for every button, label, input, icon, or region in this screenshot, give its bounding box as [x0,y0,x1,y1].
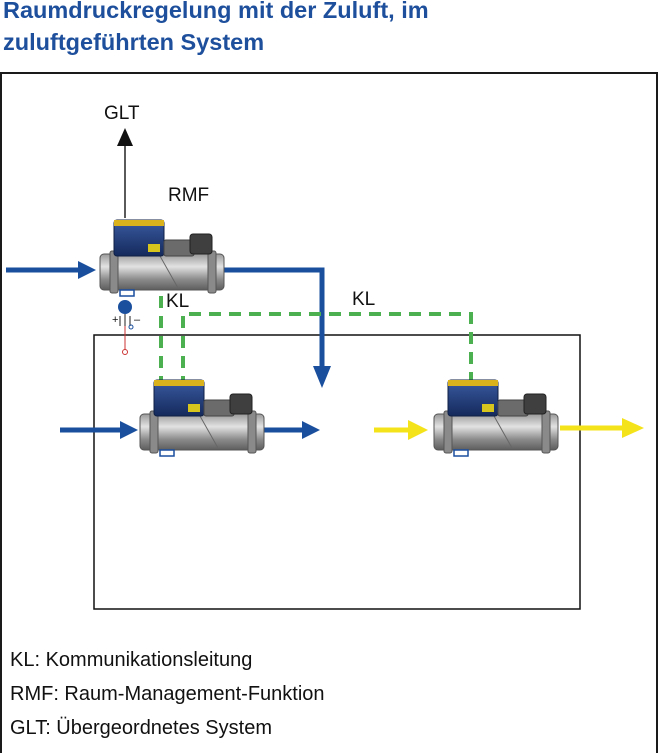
pressure-sensor-icon [118,300,134,355]
legend-item-kl: KL: Kommunikationsleitung [10,649,253,671]
legend-item-glt: GLT: Übergeordnetes System [10,717,272,739]
supply-arrow-inlet-room [60,421,138,439]
rmf-label: RMF [168,185,209,206]
kl-label-right: KL [352,289,375,310]
supply-arrow-outlet-room [262,421,320,439]
exhaust-arrow-inlet [374,420,428,440]
supply-arrow-inlet-top [6,261,96,279]
page-title: Raumdruckregelung mit der Zuluft, im zul… [3,0,653,58]
glt-label: GLT [104,103,140,124]
room-box [93,334,581,610]
title-line-2: zuluftgeführten System [3,29,265,55]
glt-arrow [117,128,133,218]
legend: KL: Kommunikationsleitung RMF: Raum-Mana… [10,643,325,745]
sensor-minus-label: – [134,314,141,326]
title-line-1: Raumdruckregelung mit der Zuluft, im [3,0,429,23]
supply-damper-unit [139,379,265,457]
exhaust-arrow-outlet [560,418,644,438]
kl-label-left: KL [166,291,189,312]
supply-duct-down-arrow [224,267,331,388]
diagram-frame [0,72,658,753]
rmf-damper-unit [99,219,225,297]
legend-item-rmf: RMF: Raum-Management-Funktion [10,683,325,705]
sensor-plus-label: + [112,314,118,326]
exhaust-damper-unit [433,379,559,457]
